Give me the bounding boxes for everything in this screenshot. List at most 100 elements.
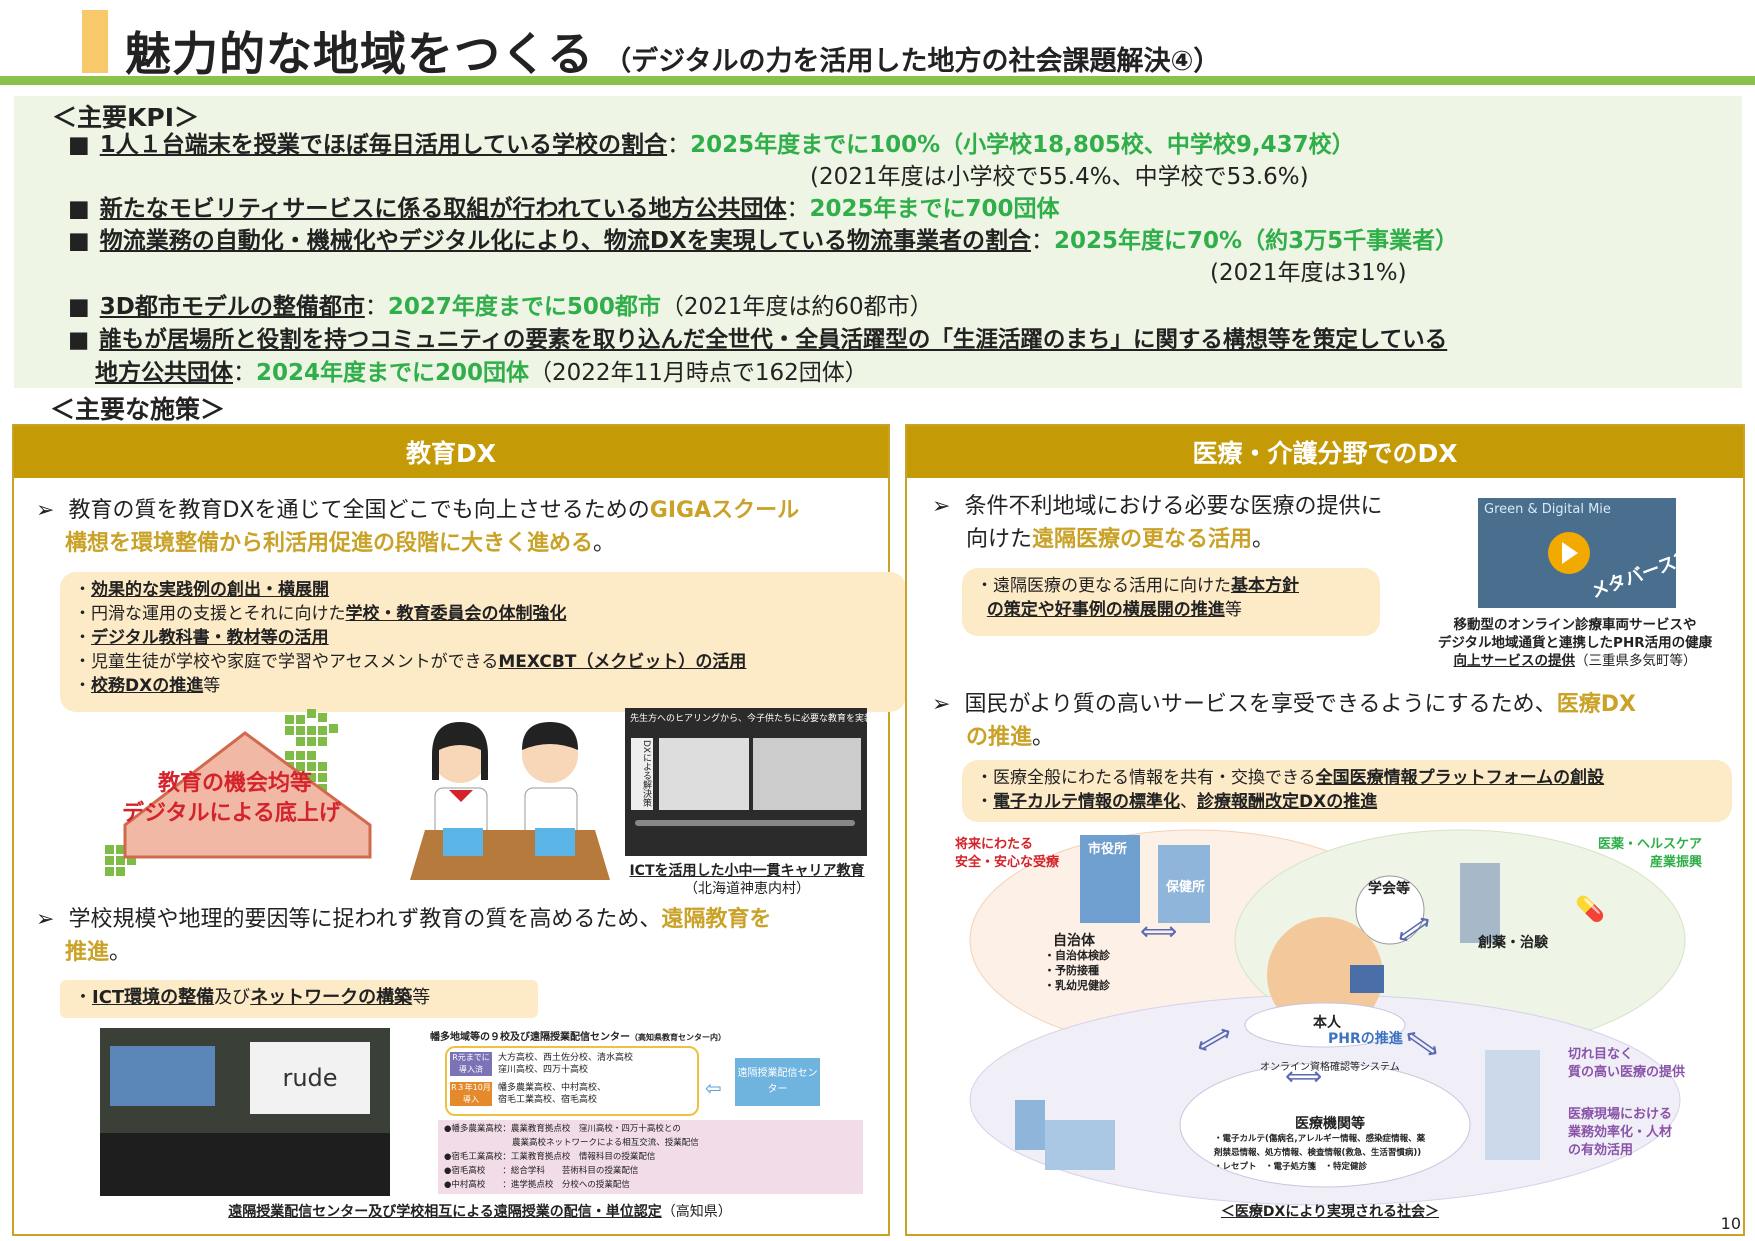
text: （高知県教育センター内）: [630, 1033, 726, 1042]
remote-center-box: 遠隔授業配信センター: [735, 1058, 820, 1106]
header-divider: [0, 76, 1755, 85]
kpi-note: (2021年度は31%): [1210, 260, 1407, 286]
double-arrow-icon: ⟺: [1285, 1062, 1322, 1092]
mie-photo: Green & Digital Mie メタバース？: [1478, 498, 1676, 608]
caption-sub: （北海道神恵内村）: [684, 881, 810, 897]
career-image-panel: [753, 738, 861, 810]
health-center-label: 保健所: [1166, 880, 1206, 895]
online-system-label: オンライン資格確認等システム: [1260, 1062, 1400, 1073]
kpi-label: 3D都市モデルの整備都市: [99, 294, 365, 320]
text: 基本方針: [1231, 576, 1299, 596]
text: 。: [109, 940, 132, 965]
text: 診療報酬改定DXの推進: [1197, 792, 1378, 812]
career-image-road: [635, 820, 855, 826]
square-bullet-icon: ■: [68, 228, 90, 254]
text: 条件不利地域における必要な医療の提供に: [964, 494, 1383, 519]
classroom-screen: [110, 1046, 215, 1106]
list-item: ・効果的な実践例の創出・横展開: [74, 578, 892, 602]
text: ・: [74, 580, 91, 600]
phr-ellipse: [1244, 1002, 1406, 1048]
kpi-label: 誰もが居場所と役割を持つコミュニティの要素を取り込んだ全世代・全員活躍型の「生涯…: [99, 327, 1448, 353]
remote-tag: R３年10月導入: [450, 1082, 492, 1106]
kpi-sep: ：: [1031, 228, 1055, 254]
caption-line: デジタル地域通貨と連携したPHR活用の健康: [1437, 635, 1713, 651]
edu-bullet-2-cont: 推進。: [65, 936, 131, 969]
kpi-label: 新たなモビリティサービスに係る取組が行われている地方公共団体: [99, 196, 787, 222]
mie-caption: 移動型のオンライン診療車両サービスや デジタル地域通貨と連携したPHR活用の健康…: [1405, 616, 1745, 670]
text: ・: [74, 628, 91, 648]
highlight: の推進: [966, 725, 1033, 750]
kpi-item-5-cont: 地方公共団体：2024年度までに200団体（2022年11月時点で162団体）: [95, 358, 868, 388]
text: の策定や好事例の横展開の推進: [986, 600, 1225, 620]
text: 校務DXの推進: [91, 676, 204, 696]
highlight: 推進: [65, 940, 110, 965]
text: ・: [976, 792, 993, 812]
text: ・医療全般にわたる情報を共有・交換できる: [976, 768, 1316, 788]
text: 。: [593, 531, 616, 556]
list-item: ・児童生徒が学校や家庭で学習やアセスメントができるMEXCBT（メクビット）の活…: [74, 650, 892, 674]
caption-text: 遠隔授業配信センター及び学校相互による遠隔授業の配信・単位認定: [228, 1204, 662, 1220]
page-subtitle: （デジタルの力を活用した地方の社会課題解決④）: [604, 46, 1221, 77]
japan-map-illustration: [105, 709, 372, 876]
remote-rows: ●幡多農業高校：農業教育拠点校 窪川高校・四万十高校との 農業高校ネットワークに…: [438, 1120, 863, 1194]
highlight: 構想を環境整備から利活用促進の段階に大きく進める: [65, 531, 594, 556]
capsule-icon: 💊: [1575, 894, 1605, 923]
highlight: 遠隔医療の更なる活用: [1032, 527, 1253, 552]
highlight: 遠隔教育を: [661, 907, 772, 932]
med-diagram-caption: ＜医療DXにより実現される社会＞: [1190, 1203, 1470, 1221]
hospital-building-icon: [1460, 863, 1500, 943]
list-item: ・円滑な運用の支援とそれに向けた学校・教育委員会の体制強化: [74, 602, 892, 626]
diagram-label-br1: 切れ目なく 質の高い医療の提供: [1568, 1047, 1686, 1080]
city-hall-icon: [1080, 835, 1140, 923]
text: 等: [412, 987, 431, 1008]
diagram-label-tr: 医薬・ヘルスケア 産業振興: [1598, 837, 1703, 870]
jichitai-items: ・自治体検診 ・予防接種 ・乳幼児健診: [1044, 949, 1110, 992]
caption-sub: （高知県）: [661, 1204, 732, 1220]
text: ・: [74, 987, 92, 1008]
city-hall-label: 市役所: [1088, 842, 1128, 857]
remote-row: ●幡多農業高校：農業教育拠点校 窪川高校・四万十高校との: [444, 1124, 681, 1134]
double-arrow-icon: ⟺: [1140, 917, 1177, 947]
list-item: ・デジタル教科書・教材等の活用: [74, 626, 892, 650]
square-bullet-icon: ■: [68, 132, 90, 158]
kpi-label: 地方公共団体: [95, 360, 233, 386]
text: 学校規模や地理的要因等に捉われず教育の質を高めるため、: [68, 907, 662, 932]
kpi-heading: ＜主要KPI＞: [52, 103, 199, 132]
med-measures-list-1: ・遠隔医療の更なる活用に向けた基本方針 の策定や好事例の横展開の推進等: [962, 568, 1380, 636]
text: ネットワークの構築: [250, 987, 413, 1008]
kikan-label: 医療機関等: [1295, 1116, 1365, 1132]
title-text: 魅力的な地域をつくる: [125, 27, 595, 81]
text: 教育の質を教育DXを通じて全国どこでも向上させるための: [68, 498, 650, 523]
edu-bullet-1: ➢ 教育の質を教育DXを通じて全国どこでも向上させるためのGIGAスクール: [36, 494, 886, 527]
kpi-item-3: ■物流業務の自動化・機械化やデジタル化により、物流DXを実現している物流事業者の…: [68, 226, 1458, 256]
square-bullet-icon: ■: [68, 196, 90, 222]
text: 。: [1252, 527, 1275, 552]
highlight: 医療DX: [1556, 692, 1636, 717]
med-bullet-1: ➢条件不利地域における必要な医療の提供に: [932, 490, 1382, 523]
edu-bullet-1-cont: 構想を環境整備から利活用促進の段階に大きく進める。: [65, 527, 615, 560]
remote-title: 幡多地域等の９校及び遠隔授業配信センター（高知県教育センター内）: [430, 1028, 870, 1043]
edu-measures-list: ・効果的な実践例の創出・横展開 ・円滑な運用の支援とそれに向けた学校・教育委員会…: [60, 572, 906, 712]
kpi-target: 2027年度までに500都市: [387, 294, 661, 320]
kpi-item-2: ■新たなモビリティサービスに係る取組が行われている地方公共団体：2025年までに…: [68, 194, 1060, 224]
classroom-photo: rude: [100, 1028, 390, 1196]
square-bullet-icon: ■: [68, 294, 90, 320]
text: 等: [1224, 600, 1242, 620]
diagram-label-tl: 将来にわたる 安全・安心な受療: [955, 837, 1060, 870]
page-number: 10: [1720, 1214, 1741, 1233]
kpi-target: 2025年度に70%（約3万5千事業者）: [1054, 228, 1459, 254]
text: ・円滑な運用の支援とそれに向けた: [74, 604, 346, 624]
arrow-bullet-icon: ➢: [36, 907, 55, 932]
honnin-label: 本人: [1313, 1015, 1341, 1031]
highlight: GIGAスクール: [649, 498, 800, 523]
diagram-label-br2: 医療現場における 業務効率化・人材 の有効活用: [1568, 1107, 1673, 1158]
arrow-bullet-icon: ➢: [36, 498, 55, 523]
text: 学校・教育委員会の体制強化: [345, 604, 567, 624]
career-image-label: DXによる解決策: [631, 738, 653, 810]
arrow-bullet-icon: ➢: [932, 692, 951, 717]
photo-overlay-text: Green & Digital Mie: [1484, 502, 1611, 517]
text: 向けた: [966, 527, 1033, 552]
title-accent-bar: [82, 10, 108, 73]
caption-line: 向上サービスの提供: [1453, 653, 1576, 669]
desk-icon: [410, 830, 610, 880]
